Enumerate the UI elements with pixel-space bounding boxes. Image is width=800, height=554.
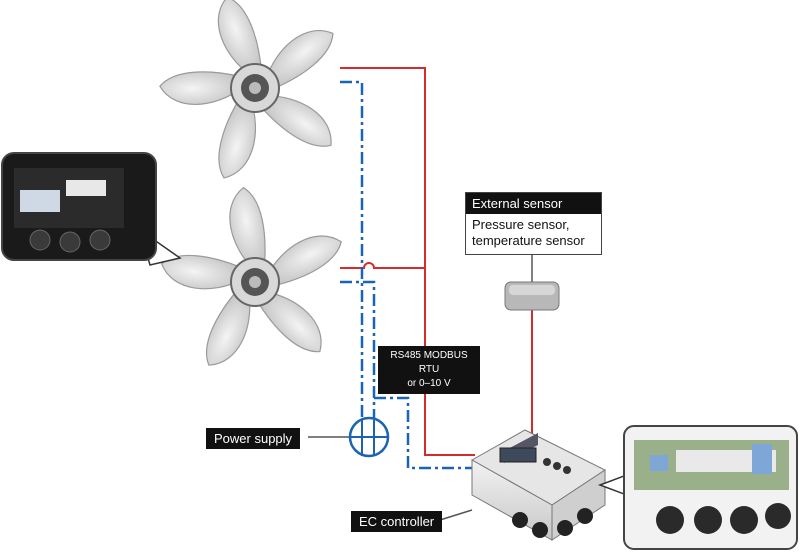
power-supply-symbol: [308, 416, 390, 458]
fan-bottom: [158, 184, 348, 375]
ec-controller-device: [439, 429, 606, 541]
power-supply-label: Power supply: [206, 428, 301, 449]
fan1-power-line: [340, 67, 475, 456]
external-sensor-title: External sensor: [466, 193, 601, 214]
fan2-power-line: [340, 262, 425, 269]
ec-controller-label: EC controller: [351, 511, 443, 532]
fan-top: [158, 0, 343, 184]
motor-terminal-inset: [1, 152, 182, 266]
rs485-line2: or 0–10 V: [407, 378, 451, 389]
signal-wiring: [340, 80, 475, 470]
controller-terminal-inset: [597, 425, 798, 550]
sensor-device: [504, 252, 560, 311]
external-sensor-label-box: External sensor Pressure sensor, tempera…: [465, 192, 602, 255]
fan2-signal-line: [340, 280, 376, 420]
external-sensor-line1: Pressure sensor,: [472, 217, 570, 232]
fan1-signal-line: [340, 80, 364, 420]
bus-signal-line: [374, 396, 475, 470]
rs485-label: RS485 MODBUS RTU or 0–10 V: [378, 346, 480, 394]
power-wiring: [340, 67, 533, 456]
rs485-line1: RS485 MODBUS RTU: [390, 350, 468, 375]
external-sensor-line2: temperature sensor: [472, 233, 585, 248]
external-sensor-description: Pressure sensor, temperature sensor: [466, 214, 601, 254]
